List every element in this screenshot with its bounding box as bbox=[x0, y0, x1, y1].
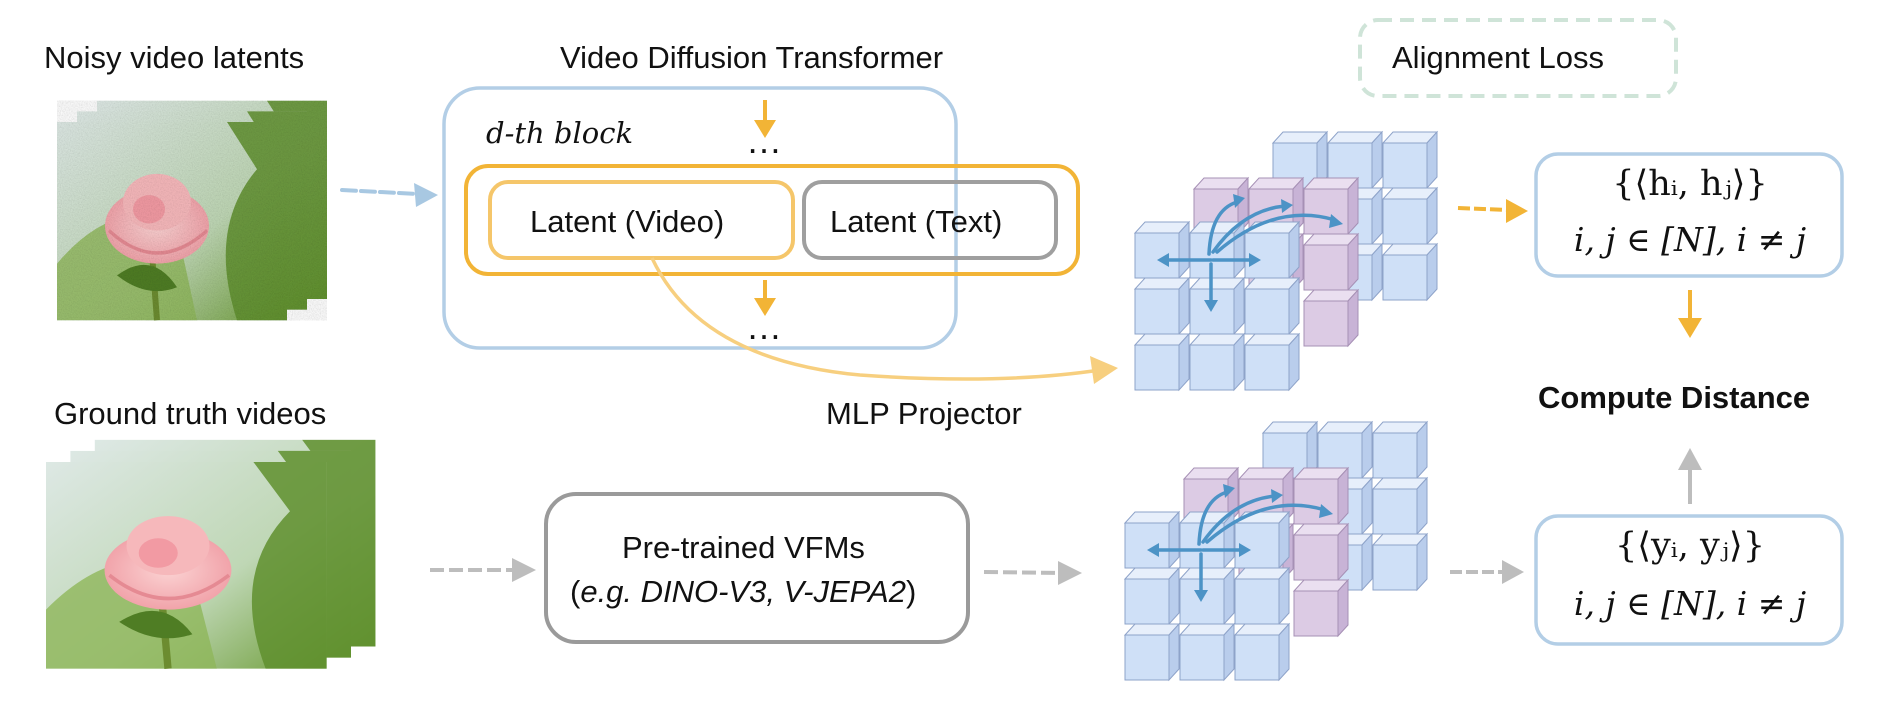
arrow-noisy-to-transformer bbox=[340, 183, 438, 207]
arrow-into-block bbox=[754, 100, 776, 138]
sim-y-set: {⟨yᵢ, yⱼ⟩} bbox=[1615, 526, 1765, 566]
sim-y-condition: i, j ∈ [N], i ≠ j bbox=[1573, 584, 1807, 623]
arrow-cube-to-sim-y bbox=[1450, 560, 1524, 584]
sim-h-condition: i, j ∈ [N], i ≠ j bbox=[1573, 220, 1807, 259]
feature-cube-grid-lower bbox=[1125, 422, 1427, 680]
noisy-frame-stack bbox=[57, 101, 327, 320]
latent-text-box bbox=[802, 180, 1058, 260]
ellipsis-top: … bbox=[746, 120, 782, 161]
arrow-to-projector bbox=[650, 257, 1118, 384]
sim-h-set: {⟨hᵢ, hⱼ⟩} bbox=[1612, 164, 1768, 204]
arrow-out-of-block bbox=[754, 280, 776, 316]
vfm-line-2: (e.g. DINO-V3, V-JEPA2) bbox=[570, 574, 917, 609]
similarity-y-box bbox=[1534, 514, 1844, 646]
vfm-examples: e.g. DINO-V3, V-JEPA2 bbox=[580, 574, 906, 609]
arrow-vfm-to-cube bbox=[983, 561, 1082, 585]
ellipsis-bottom: … bbox=[746, 306, 782, 347]
compute-distance-label: Compute Distance bbox=[1538, 380, 1811, 415]
transformer-box bbox=[442, 86, 958, 350]
vfm-box bbox=[544, 492, 970, 644]
arrow-cube-to-sim-h bbox=[1457, 199, 1528, 223]
arrow-sim-y-to-distance bbox=[1678, 448, 1702, 504]
alignment-loss-label: Alignment Loss bbox=[1392, 40, 1604, 75]
arrow-gt-to-vfm bbox=[430, 558, 536, 582]
arrow-sim-h-to-distance bbox=[1678, 290, 1702, 338]
noisy-latents-title: Noisy video latents bbox=[44, 40, 305, 75]
vfm-line-1: Pre-trained VFMs bbox=[622, 530, 865, 565]
latent-video-label: Latent (Video) bbox=[530, 204, 725, 239]
video-frame-stack bbox=[46, 440, 375, 669]
mlp-projector-label: MLP Projector bbox=[826, 396, 1022, 431]
dth-block bbox=[464, 164, 1080, 276]
latent-video-box bbox=[488, 180, 795, 260]
block-label: d-th block bbox=[486, 116, 634, 150]
ground-truth-title: Ground truth videos bbox=[54, 396, 327, 431]
transformer-title: Video Diffusion Transformer bbox=[560, 40, 944, 75]
alignment-loss-box bbox=[1358, 18, 1678, 98]
similarity-h-box bbox=[1534, 152, 1844, 278]
latent-text-label: Latent (Text) bbox=[830, 204, 1003, 239]
feature-cube-grid-upper bbox=[1135, 132, 1437, 390]
